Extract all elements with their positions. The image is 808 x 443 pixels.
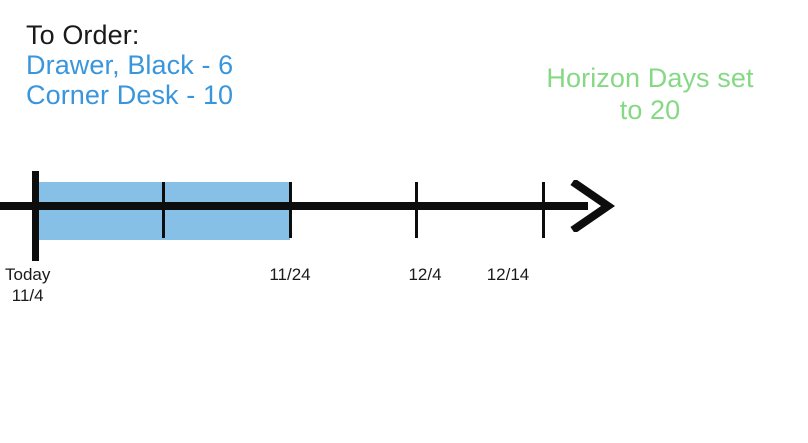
tick-label-12-4: 12/4 [408,265,442,284]
arrow-head-icon [570,178,616,234]
tick-12-4 [415,182,418,238]
horizon-days-note: Horizon Days set to 20 [500,62,800,127]
order-item-1: Drawer, Black - 6 [26,50,234,81]
horizon-note-line-1: Horizon Days set [546,63,754,93]
tick-label-12-14: 12/14 [486,265,530,284]
tick-unlabeled [162,182,165,238]
order-item-2: Corner Desk - 10 [26,80,234,111]
order-panel: To Order: Drawer, Black - 6 Corner Desk … [26,20,233,111]
tick-label-today-name: Today [5,265,51,284]
tick-label-today-date: 11/4 [11,286,44,306]
timeline-axis-line [0,202,588,210]
tick-label-today: Today 11/4 [5,264,50,307]
tick-11-24 [289,182,292,238]
tick-12-14 [542,182,545,238]
tick-label-11-24: 11/24 [269,265,311,284]
order-panel-title: To Order: [26,20,140,50]
horizon-note-line-2: to 20 [619,95,681,126]
tick-today [32,171,39,261]
